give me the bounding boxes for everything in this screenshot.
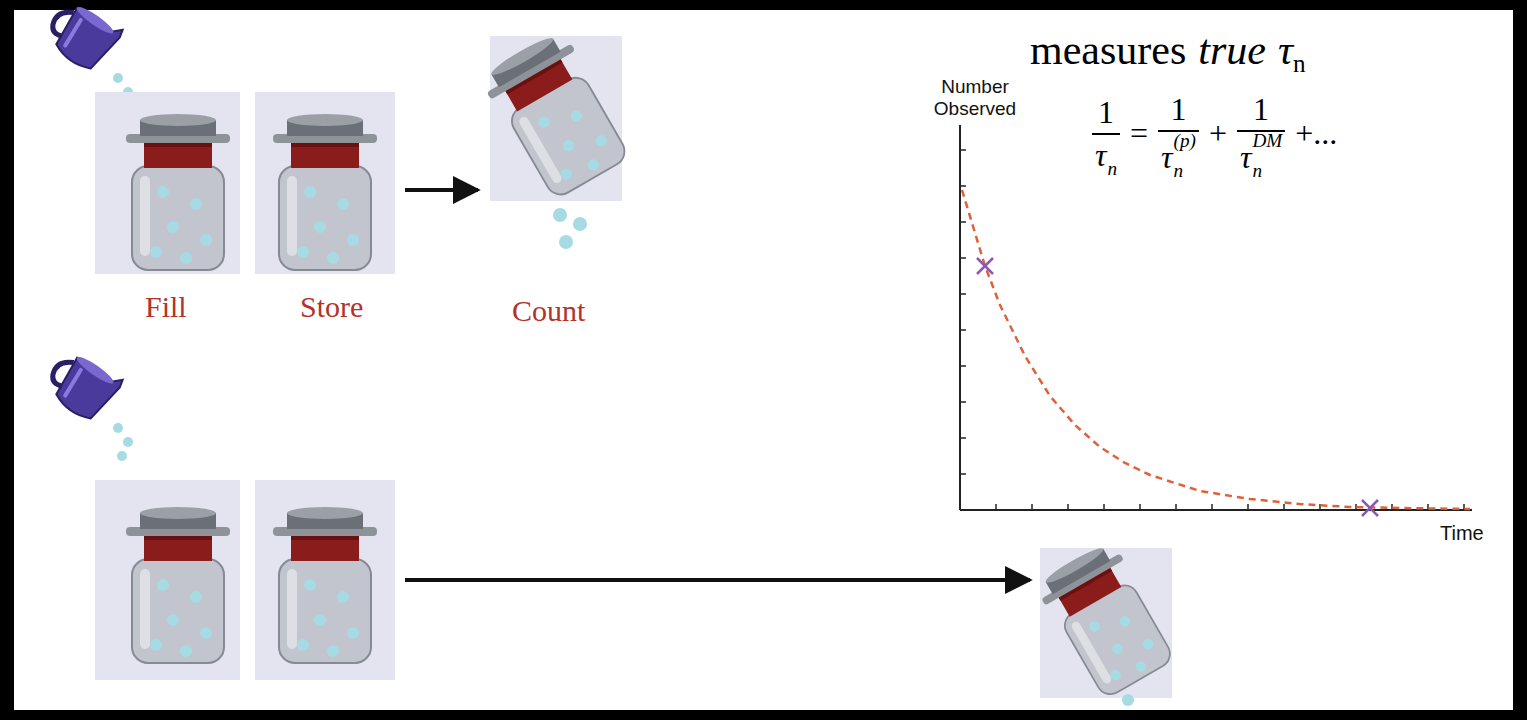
- denominator: τDMn: [1237, 135, 1285, 175]
- index-stack: n: [1107, 159, 1117, 179]
- step-label: Count: [512, 294, 585, 328]
- denominator: τ(p)n: [1158, 135, 1199, 175]
- axis-label: Time: [1440, 522, 1484, 545]
- subscript: n: [1293, 50, 1306, 78]
- symbol-tau: τ: [1278, 26, 1293, 74]
- index-stack: (p)n: [1174, 141, 1196, 181]
- symbol-tau: τ: [1161, 140, 1172, 175]
- symbol-tau: τ: [1240, 140, 1251, 175]
- formula: 1τn=1τ(p)n+1τDMn+...: [1092, 92, 1337, 176]
- subscript: n: [1252, 161, 1282, 181]
- symbol-tau: τ: [1095, 138, 1106, 173]
- operator: +: [1209, 115, 1227, 152]
- annotation-text: measures: [1030, 26, 1186, 74]
- axis-label: Number Observed: [925, 76, 1025, 120]
- symbol: τn: [1278, 26, 1306, 74]
- fraction-bar: [1092, 133, 1120, 135]
- step-label: Fill: [145, 290, 187, 324]
- numerator: 1: [1167, 92, 1191, 127]
- fraction: 1 τ(p)n: [1158, 92, 1199, 176]
- superscript: (p): [1174, 131, 1196, 151]
- index-stack: DMn: [1252, 141, 1282, 181]
- numerator: 1: [1094, 95, 1118, 130]
- subscript: n: [1174, 161, 1196, 181]
- annotation: measurestrueτn: [1030, 26, 1306, 74]
- numerator: 1: [1249, 92, 1273, 127]
- operator: =: [1130, 115, 1148, 152]
- denominator: τn: [1092, 138, 1120, 173]
- step-label: Store: [300, 290, 363, 324]
- operator: +...: [1295, 115, 1337, 152]
- fraction: 1 τDMn: [1237, 92, 1285, 176]
- superscript: DM: [1252, 131, 1282, 151]
- subscript: n: [1107, 159, 1117, 179]
- annotation-text: true: [1198, 26, 1266, 74]
- fraction: 1 τn: [1092, 95, 1120, 173]
